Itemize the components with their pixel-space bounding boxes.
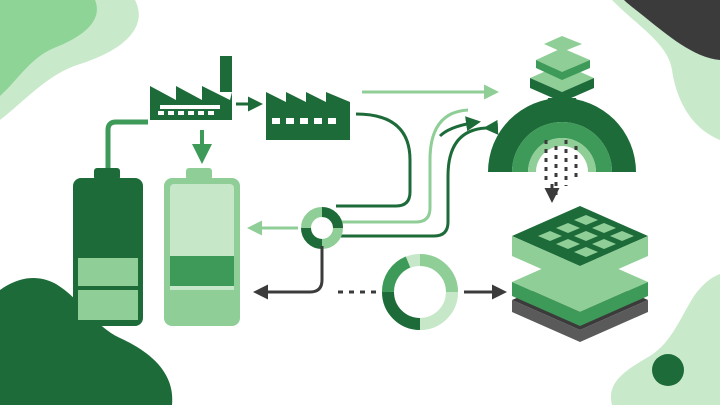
particle-drop <box>544 140 578 196</box>
magnet-arch-icon <box>488 98 636 172</box>
corner-blob-bottom-right <box>610 274 720 405</box>
connector-ring-down <box>253 246 324 300</box>
battery-dark-icon <box>73 168 143 326</box>
curve-hub-to-ring-a <box>340 108 469 224</box>
ring-small-icon <box>301 207 343 249</box>
factory-small-icon <box>266 92 350 140</box>
corner-blob-bottom-left <box>0 277 173 405</box>
loop-battery-to-factory <box>105 119 148 168</box>
corner-blob-top-right <box>612 0 720 140</box>
factory-large-icon <box>150 56 232 120</box>
cathode-stack-icon <box>530 36 594 102</box>
curve-factory-down <box>336 112 412 208</box>
loop-ring-icon <box>381 254 458 330</box>
arrow-into-hub <box>438 116 481 138</box>
battery-light-icon <box>164 168 240 326</box>
dot-icon <box>652 354 684 386</box>
curve-hub-to-ring-b <box>340 119 499 238</box>
corner-blob-top-left <box>0 0 139 120</box>
cell-module-stack-icon <box>512 206 648 342</box>
